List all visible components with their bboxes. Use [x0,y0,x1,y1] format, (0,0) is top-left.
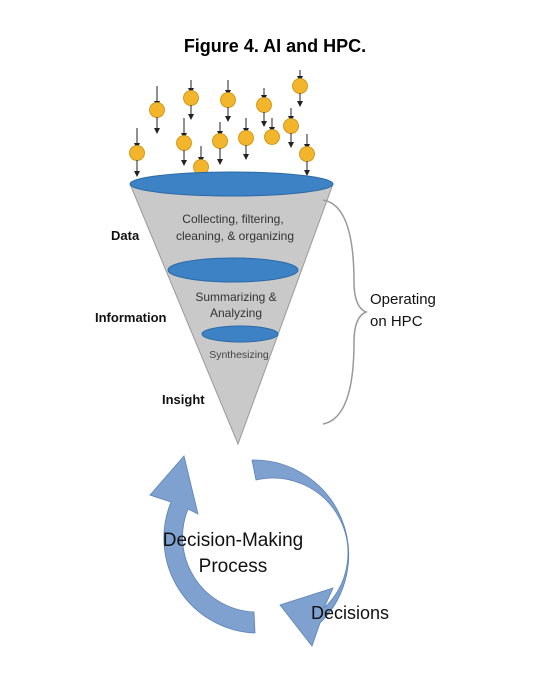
stage-synthesizing: Synthesizing [209,349,269,361]
hpc-bracket [322,199,368,425]
stage-summarizing-line1: Summarizing & [195,290,276,304]
funnel-top-opening [129,171,334,197]
cycle-label-line1: Decision-Making [163,530,303,551]
funnel: Collecting, filtering, cleaning, & organ… [129,171,334,446]
decision-cycle: Decision-Making Process Decisions [149,455,389,647]
cycle-arrow-right [251,459,350,647]
stage-collecting-line1: Collecting, filtering, [182,212,283,226]
data-drop [212,122,228,165]
stage-summarizing-line2: Analyzing [210,306,262,320]
data-drop [264,118,280,145]
data-drop [220,80,236,122]
hpc-label-line2: on HPC [370,313,423,330]
cycle-arrow-left [149,455,256,634]
data-drop [149,86,165,134]
data-drop [292,70,308,107]
level-data: Data [111,228,140,243]
level-information: Information [95,310,167,325]
data-drop [299,134,315,176]
funnel-layer-insight [201,325,279,343]
funnel-layer-information [167,257,299,283]
hpc-label-line1: Operating [370,291,436,308]
cycle-label-line2: Process [199,556,268,577]
data-drop [183,80,199,120]
data-drop [176,118,192,166]
data-drops [129,70,315,187]
data-drop [256,88,272,127]
level-insight: Insight [162,392,205,407]
decisions-label: Decisions [311,603,389,623]
figure-title: Figure 4. AI and HPC. [184,36,366,56]
data-drop [129,128,145,177]
data-drop [283,108,299,148]
data-drop [238,118,254,160]
stage-collecting-line2: cleaning, & organizing [176,229,294,243]
